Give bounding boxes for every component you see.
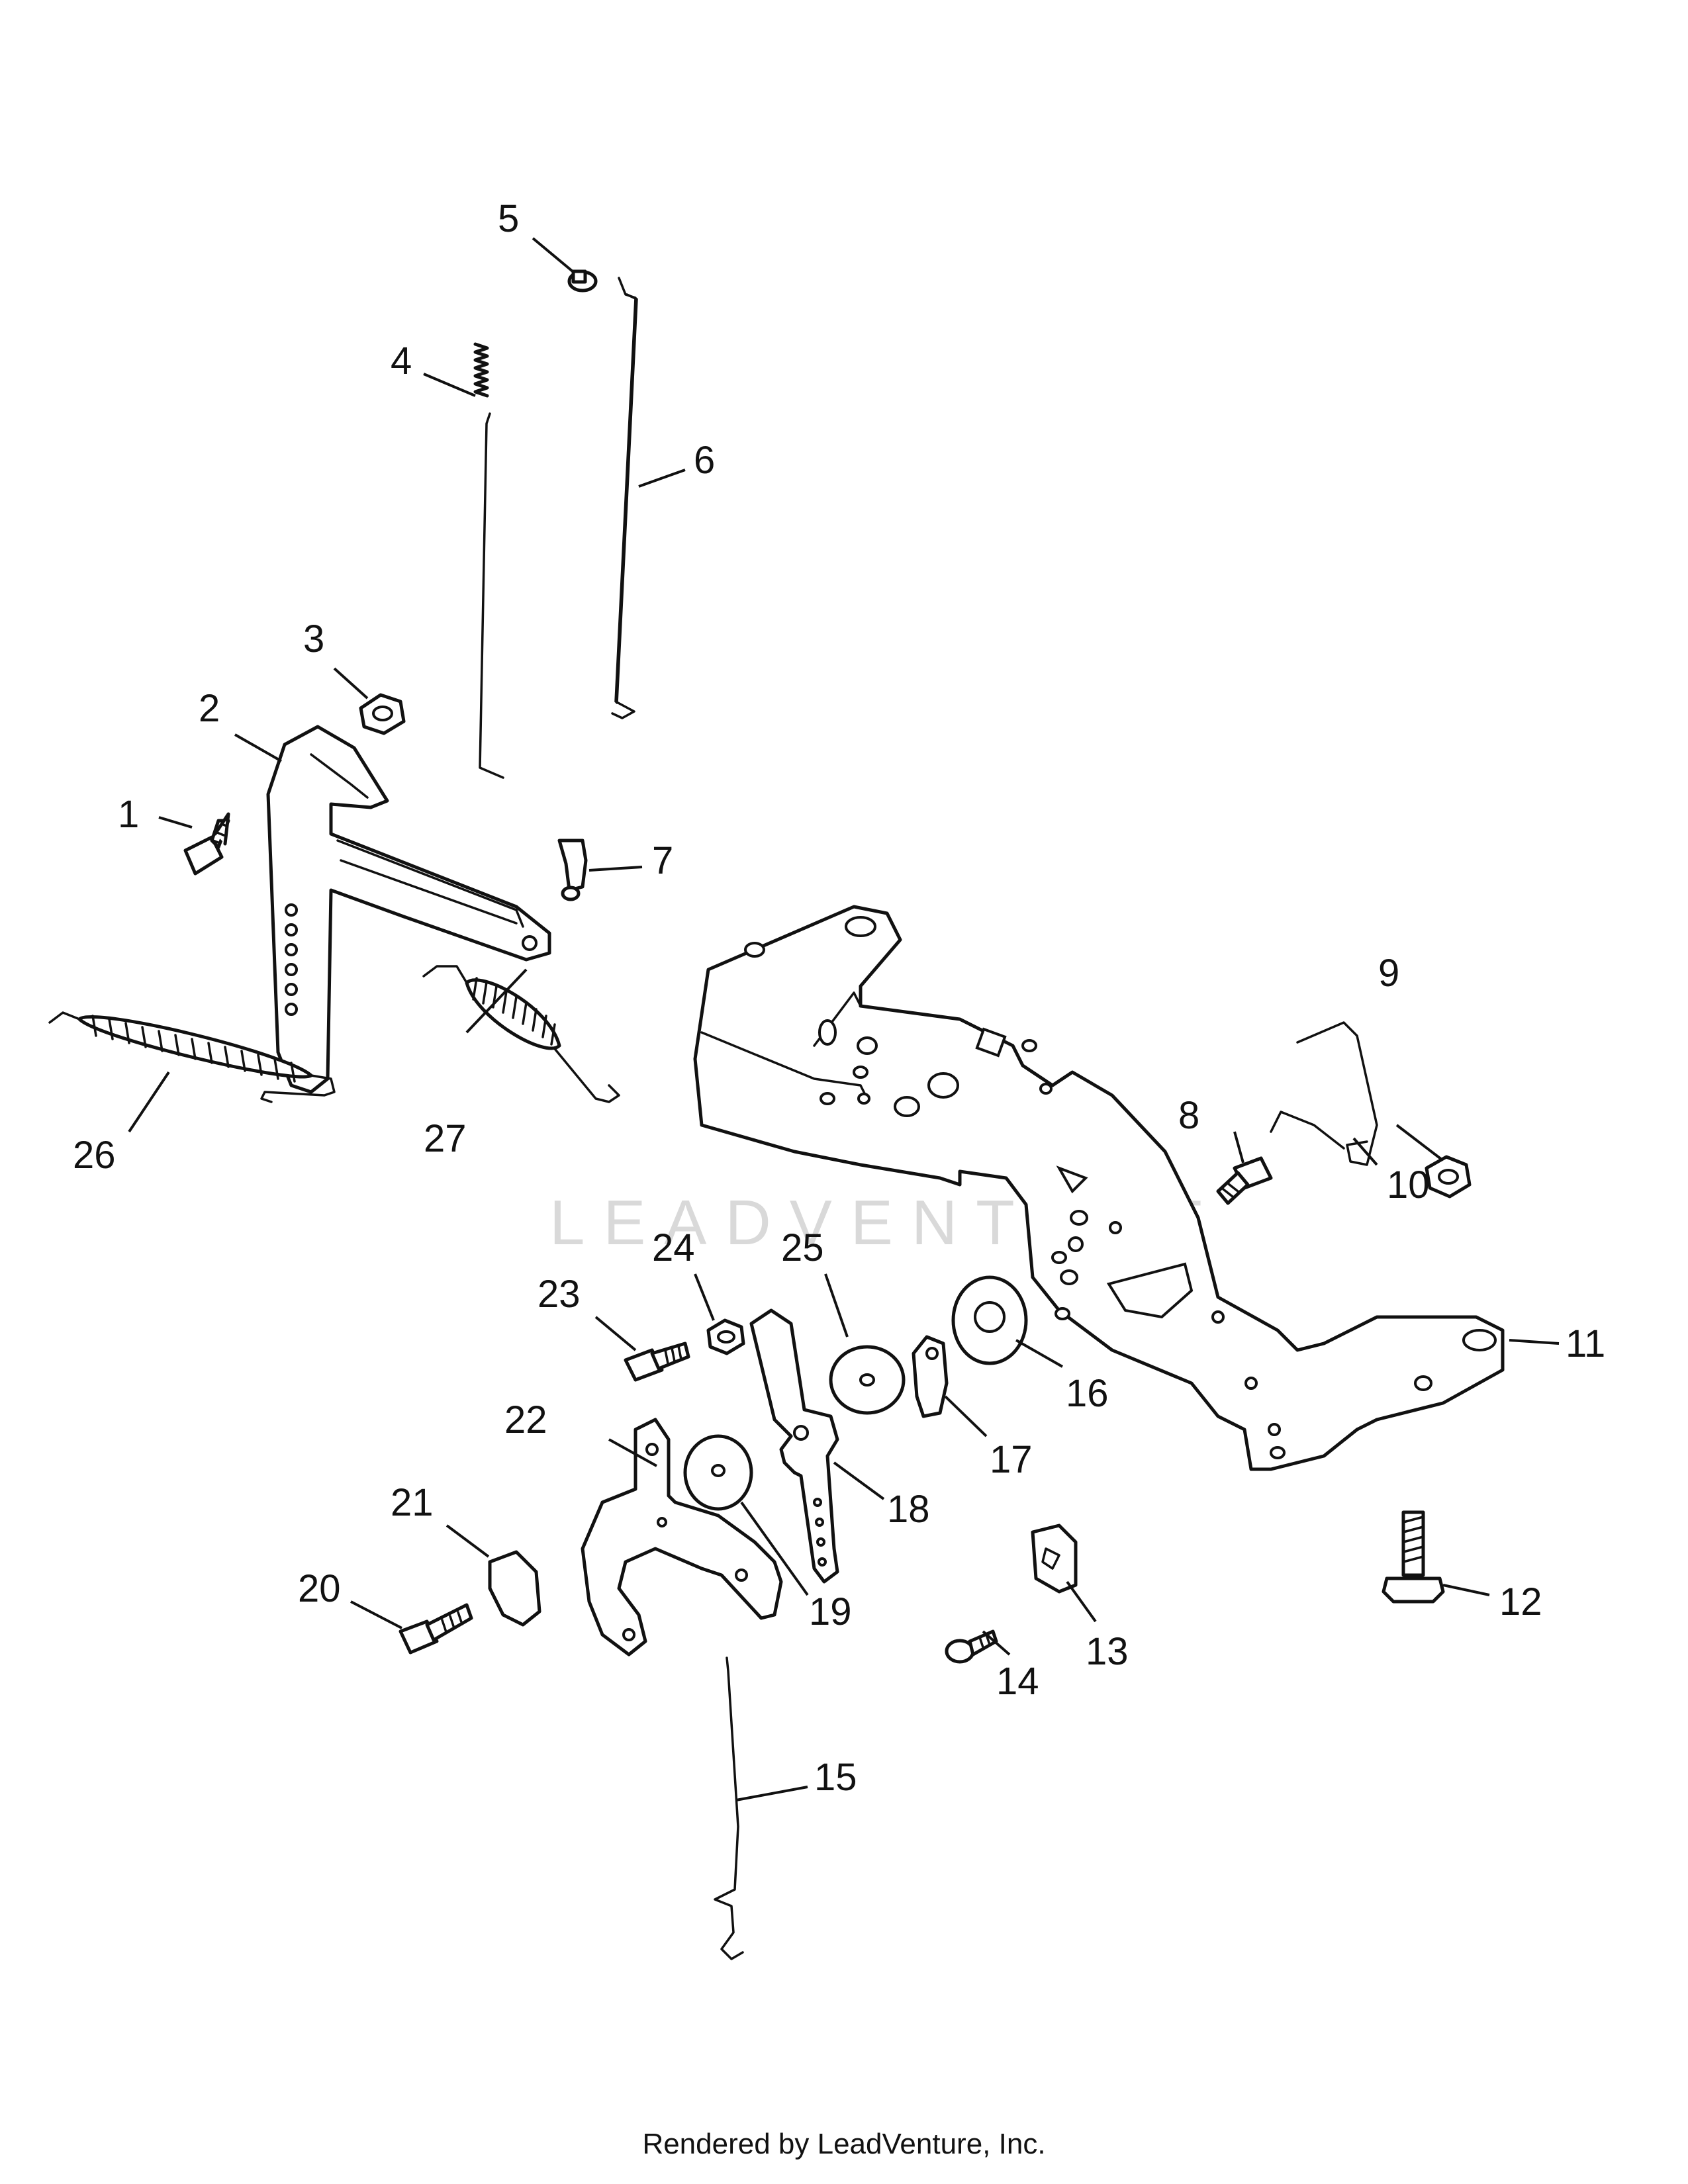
part-5-pin bbox=[567, 269, 598, 293]
callout-8: 8 bbox=[1178, 1094, 1199, 1137]
callout-6: 6 bbox=[694, 439, 715, 482]
part-20-bolt bbox=[399, 1603, 473, 1655]
callout-1: 1 bbox=[118, 793, 139, 836]
part-10-torsion-spring bbox=[1270, 1021, 1378, 1166]
callout-11: 11 bbox=[1566, 1322, 1605, 1365]
callout-17: 17 bbox=[990, 1438, 1033, 1481]
part-1-bolt bbox=[183, 812, 230, 876]
callout-5: 5 bbox=[498, 197, 519, 240]
callout-23: 23 bbox=[538, 1273, 581, 1316]
callout-19: 19 bbox=[809, 1590, 852, 1633]
callout-26: 26 bbox=[73, 1134, 116, 1177]
part-7-clip bbox=[557, 839, 588, 901]
part-26-spring bbox=[48, 1011, 336, 1103]
callout-16: 16 bbox=[1066, 1372, 1109, 1415]
callout-10: 10 bbox=[1387, 1163, 1430, 1206]
part-25-washer bbox=[829, 1345, 906, 1415]
part-24-nut bbox=[706, 1318, 745, 1355]
callout-7: 7 bbox=[652, 839, 673, 882]
callout-20: 20 bbox=[298, 1567, 341, 1610]
callout-27: 27 bbox=[424, 1117, 467, 1160]
part-23-bolt bbox=[624, 1342, 690, 1382]
part-22-bracket bbox=[581, 1418, 783, 1657]
callout-15: 15 bbox=[814, 1756, 857, 1799]
callout-2: 2 bbox=[199, 687, 220, 730]
part-27-spring bbox=[422, 965, 620, 1103]
callout-14: 14 bbox=[996, 1660, 1039, 1703]
callout-25: 25 bbox=[781, 1226, 824, 1269]
part-17-clip bbox=[912, 1335, 949, 1418]
part-11-control-plate bbox=[693, 905, 1505, 1471]
part-2-lever-bracket bbox=[266, 725, 551, 1094]
part-3-nut bbox=[359, 693, 406, 735]
part-4-spring-rod bbox=[473, 342, 504, 779]
part-6-rod bbox=[611, 277, 638, 719]
part-15-rod bbox=[714, 1657, 744, 1960]
callout-9: 9 bbox=[1378, 952, 1399, 995]
part-16-washer bbox=[951, 1275, 1028, 1365]
footer-credit: Rendered by LeadVenture, Inc. bbox=[642, 2128, 1046, 2160]
part-13-clip bbox=[1031, 1524, 1078, 1594]
callout-18: 18 bbox=[887, 1488, 930, 1531]
leader-lines bbox=[128, 237, 1560, 1801]
callout-3: 3 bbox=[303, 617, 324, 660]
part-18-lever bbox=[749, 1308, 839, 1584]
callout-labels: 1 2 3 4 5 6 7 8 9 10 11 12 13 14 15 16 1… bbox=[73, 197, 1605, 1799]
callout-21: 21 bbox=[391, 1481, 434, 1524]
callout-12: 12 bbox=[1499, 1580, 1542, 1623]
part-8-bolt bbox=[1216, 1156, 1273, 1205]
part-19-washer bbox=[683, 1434, 753, 1511]
callout-13: 13 bbox=[1086, 1630, 1129, 1673]
callout-22: 22 bbox=[504, 1398, 547, 1441]
callout-4: 4 bbox=[391, 340, 412, 383]
part-12-bolt bbox=[1382, 1510, 1445, 1604]
part-9-nut bbox=[1425, 1155, 1472, 1199]
part-21-cam bbox=[488, 1550, 541, 1627]
callout-24: 24 bbox=[652, 1226, 695, 1269]
